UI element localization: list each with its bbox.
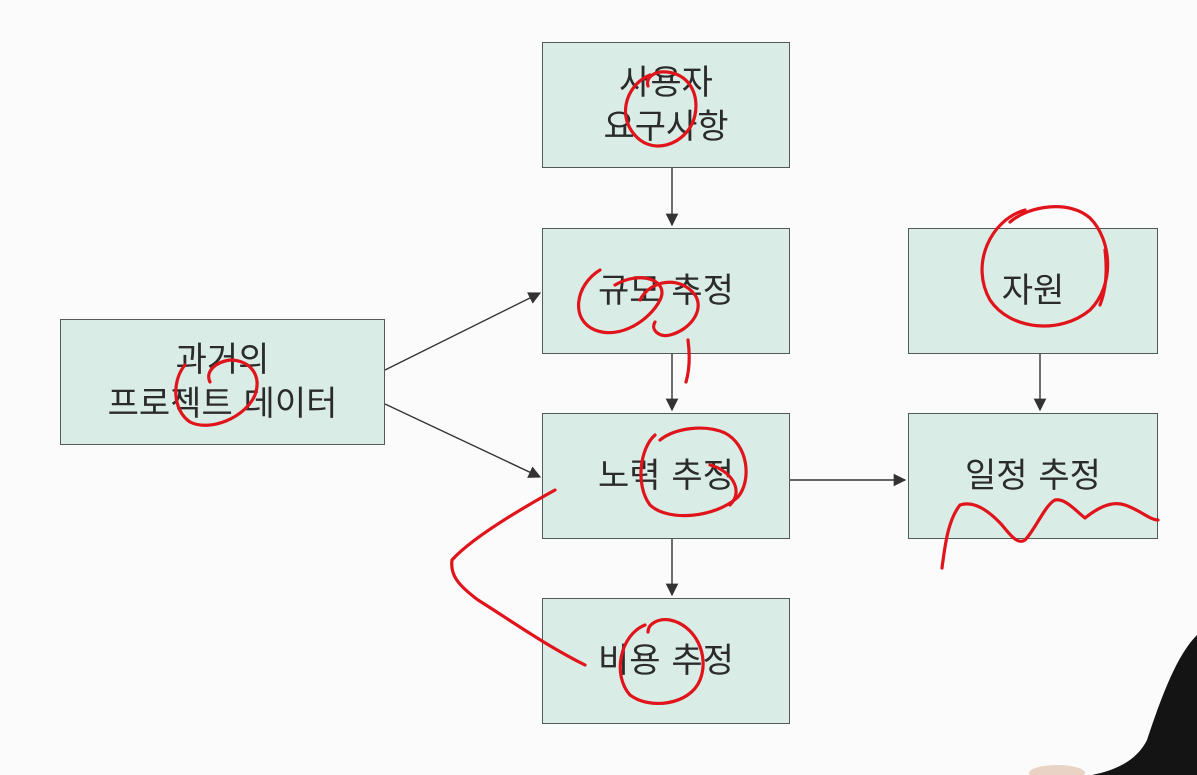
node-resources-label: 자원 (1001, 271, 1065, 311)
node-past-project-data-line2: 프로젝트 데이터 (107, 384, 338, 424)
annotation-bracket-effort-to-cost (450, 488, 587, 667)
node-schedule-estimation: 일정 추정 (908, 413, 1158, 539)
arrow-past-to-size (384, 292, 542, 371)
node-past-project-data: 과거의 프로젝트 데이터 (60, 319, 385, 445)
node-resources: 자원 (908, 228, 1158, 354)
presenter-silhouette (1029, 635, 1197, 775)
annotation-scribble-size (577, 268, 700, 384)
annotation-circle-user-requirements (623, 70, 698, 148)
arrow-past-to-effort (384, 403, 542, 478)
node-schedule-estimation-label: 일정 추정 (965, 456, 1101, 496)
annotation-circle-past-data (174, 358, 259, 427)
annotation-wave-schedule (940, 498, 1160, 570)
annotation-circle-cost (618, 618, 705, 705)
node-size-estimation: 규모 추정 (542, 228, 790, 354)
annotation-circle-effort (639, 426, 748, 518)
node-user-requirements: 사용자 요구사항 (542, 42, 790, 168)
node-user-requirements-line1: 사용자 (619, 63, 713, 103)
node-effort-estimation: 노력 추정 (542, 413, 790, 539)
annotation-circle-resources (980, 205, 1110, 328)
node-size-estimation-label: 규모 추정 (598, 271, 734, 311)
node-effort-estimation-label: 노력 추정 (598, 456, 734, 496)
